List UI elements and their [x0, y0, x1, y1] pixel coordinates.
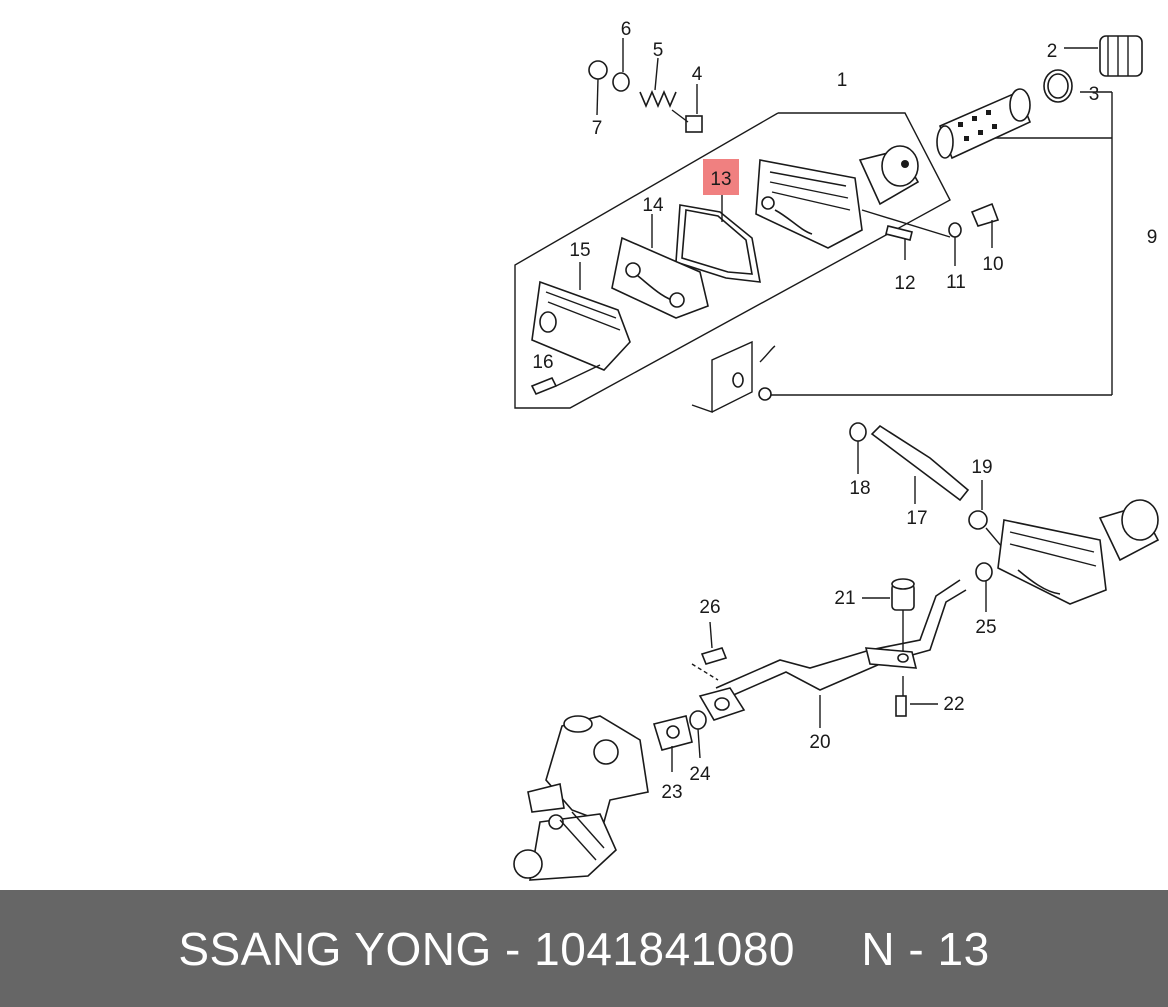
plate-14-part: [611, 214, 709, 319]
callout-1: 1: [837, 70, 848, 91]
oil-cooler-housing-upper: [755, 145, 951, 260]
gasket-23-part: [652, 715, 693, 772]
callout-26: 26: [699, 597, 720, 618]
callout-10: 10: [982, 254, 1003, 275]
callout-14: 14: [642, 195, 664, 216]
callout-22: 22: [943, 694, 964, 715]
cooler-core-15-part: [531, 262, 631, 371]
spring-part: [639, 57, 677, 109]
bolt-16-part: [530, 364, 601, 396]
bolt-26-part: [691, 621, 728, 681]
hose-17-part: [870, 424, 970, 504]
callout-16: 16: [532, 352, 553, 373]
plug-10-part: [970, 202, 1000, 248]
filter-cap-part: [1064, 35, 1143, 77]
caption-separator: -: [491, 922, 535, 975]
callout-12: 12: [894, 273, 915, 294]
callout-24: 24: [689, 764, 711, 785]
clamp-18-part: [849, 422, 867, 474]
flange-part: [698, 687, 746, 721]
callout-9: 9: [1147, 227, 1158, 248]
callout-13: 13: [710, 169, 731, 190]
diagram-position: N - 13: [861, 922, 990, 975]
washer-11-part: [948, 222, 962, 266]
part-number: 1041841080: [534, 922, 796, 975]
nut-part: [612, 38, 630, 92]
callout-19: 19: [971, 457, 992, 478]
callout-3: 3: [1089, 84, 1100, 105]
assembly-frame: [514, 112, 951, 409]
water-pump-housing: [513, 715, 649, 881]
footer-bar: SSANG YONG - 1041841080 N - 13: [0, 890, 1168, 1007]
oil-cooler-housing-lower: [997, 499, 1160, 605]
callout-15: 15: [569, 240, 590, 261]
callout-17: 17: [906, 508, 927, 529]
parts-diagram: 1 2 3 4 5 6 7 9 10 11 12 13 14 15 16 17 …: [513, 19, 1160, 881]
callout-25: 25: [975, 617, 996, 638]
callout-4: 4: [692, 64, 703, 85]
callout-20: 20: [809, 732, 830, 753]
callout-11: 11: [946, 272, 966, 293]
engine-block-fragment: [691, 340, 776, 413]
part-caption: SSANG YONG - 1041841080 N - 13: [178, 922, 989, 976]
bracket-9: [770, 91, 1113, 396]
spacer-21-part: [862, 578, 915, 654]
bolt-12-part: [885, 225, 913, 241]
callout-6: 6: [621, 19, 632, 40]
bolt-22-part: [895, 676, 938, 717]
o-ring-25-part: [975, 562, 993, 612]
bolt-part: [671, 84, 703, 133]
clip-part: [588, 60, 608, 116]
filter-element-part: [936, 88, 1032, 160]
callout-21: 21: [834, 588, 855, 609]
pipe-20-part: [715, 579, 967, 728]
callout-2: 2: [1047, 41, 1058, 62]
callout-18: 18: [849, 478, 870, 499]
callout-5: 5: [653, 40, 664, 61]
callout-7: 7: [592, 118, 603, 139]
o-ring-part: [1043, 69, 1073, 103]
highlight-box: [703, 159, 739, 195]
brand-name: SSANG YONG: [178, 922, 492, 975]
o-ring-24-part: [689, 710, 707, 759]
caption-spacer: [795, 923, 861, 975]
callout-23: 23: [661, 782, 682, 803]
